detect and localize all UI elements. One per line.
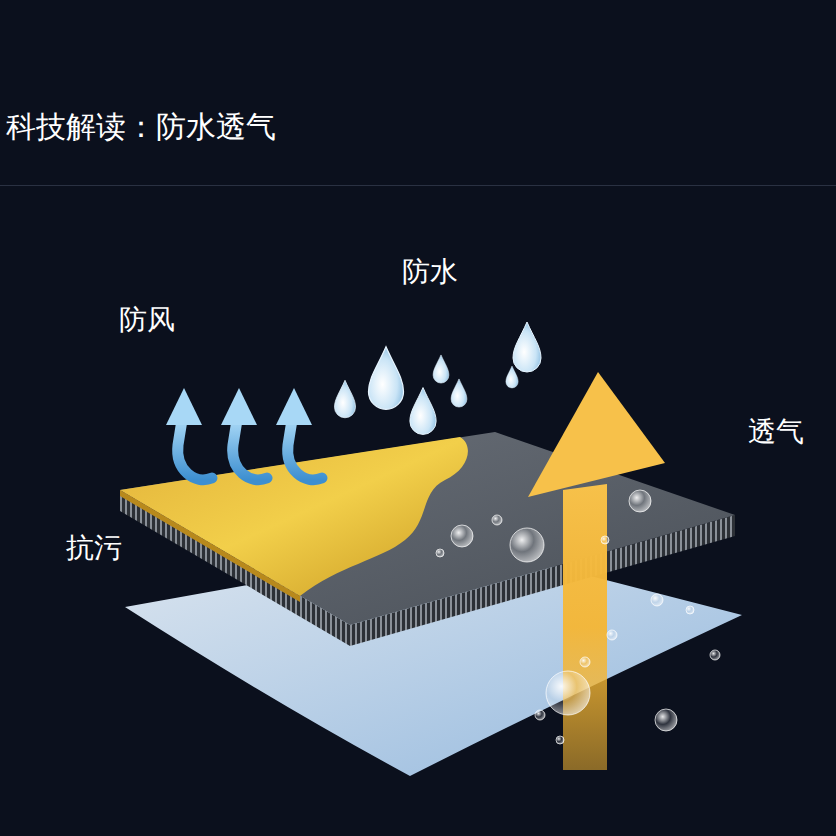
page-title: 科技解读：防水透气 (6, 109, 276, 145)
feature-label: 透气 (748, 415, 804, 449)
feature-label: 抗污 (66, 531, 122, 565)
feature-label: 防风 (119, 303, 175, 337)
feature-label: 防水 (402, 255, 458, 289)
